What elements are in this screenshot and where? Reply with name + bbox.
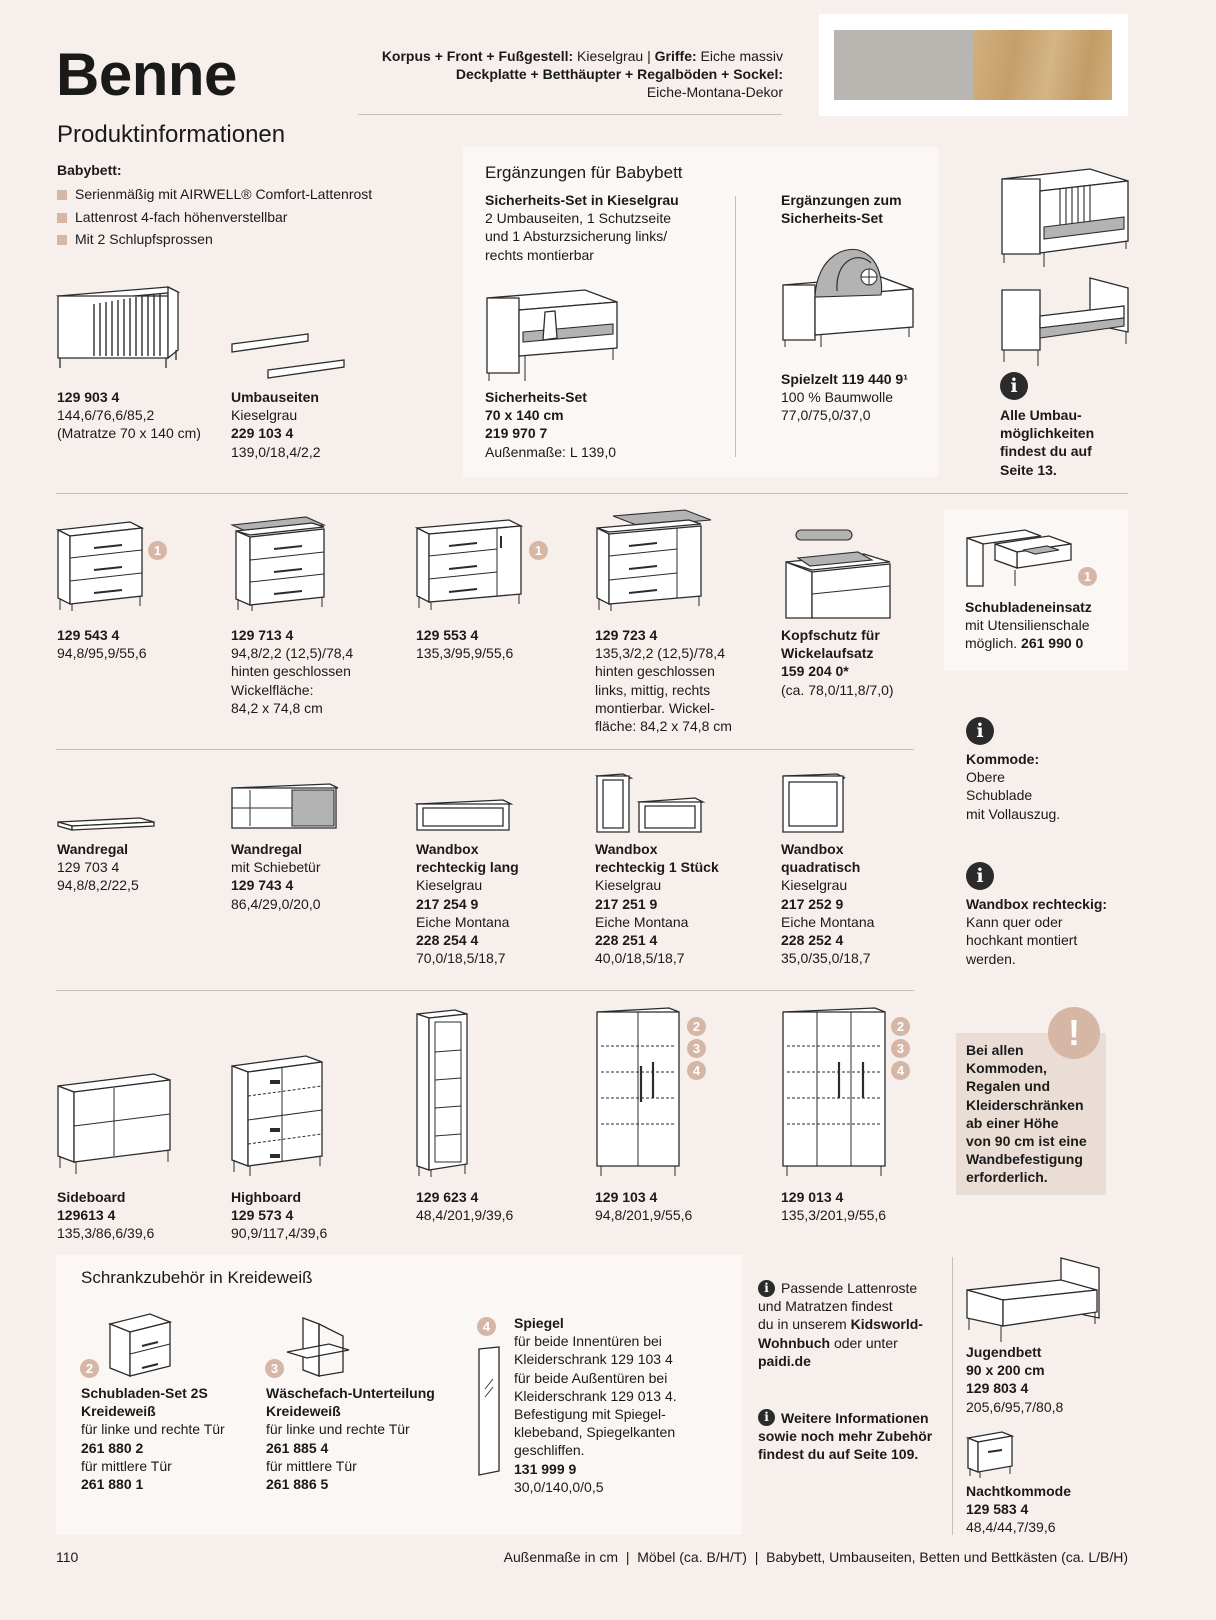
info-icon: i — [1000, 372, 1028, 400]
info-icon: i — [758, 1280, 775, 1297]
schubladen-set-drawing — [108, 1312, 174, 1378]
babybett-features: Babybett: Serienmäßig mit AIRWELL® Comfo… — [57, 162, 373, 248]
nachtkommode-drawing — [966, 1430, 1016, 1480]
wandbox-lang-drawing — [415, 798, 515, 834]
schrank-129-013-drawing — [781, 1006, 887, 1178]
swatch-kieselgrau — [834, 30, 973, 100]
wandbox-quadratisch-drawing — [781, 772, 847, 834]
schrank-129-103-drawing — [595, 1006, 681, 1178]
zubehoer-panel — [56, 1255, 742, 1535]
spielzelt-drawing — [781, 245, 916, 350]
info-icon: i — [758, 1409, 775, 1426]
color-swatches — [819, 14, 1128, 116]
ergaenzungen-heading: Ergänzungen für Babybett — [485, 163, 683, 182]
info-icon: i — [966, 862, 994, 890]
badge-2: 2 — [80, 1359, 99, 1378]
umbau-bed-2-drawing — [1000, 276, 1130, 371]
sideboard-drawing — [56, 1070, 176, 1176]
highboard-drawing — [230, 1054, 326, 1178]
wandregal-schiebetuer-drawing — [230, 782, 340, 832]
kommode-129-713-drawing — [230, 515, 326, 612]
wandbox-1stueck-drawing — [595, 772, 705, 834]
kommode-129-723-drawing — [595, 508, 713, 612]
warning-box — [956, 1033, 1106, 1195]
badge-3: 3 — [891, 1039, 910, 1058]
sicherheits-set-drawing — [485, 288, 620, 384]
umbauseiten-drawing — [230, 332, 348, 382]
badge-3: 3 — [687, 1039, 706, 1058]
warning-icon: ! — [1048, 1007, 1100, 1059]
badge-1: 1 — [1078, 567, 1097, 586]
swatch-eiche-montana — [973, 30, 1112, 100]
umbau-bed-1-drawing — [1000, 167, 1130, 272]
page-subtitle: Produktinformationen — [57, 121, 286, 148]
badge-2: 2 — [687, 1017, 706, 1036]
badge-4: 4 — [477, 1317, 496, 1336]
zubehoer-heading: Schrankzubehör in Kreideweiß — [81, 1268, 313, 1287]
material-info: Korpus + Front + Fußgestell: Kieselgrau … — [381, 48, 783, 101]
schubladeneinsatz-drawing — [965, 526, 1075, 588]
kopfschutz-drawing — [784, 528, 894, 618]
badge-1: 1 — [529, 541, 548, 560]
regal-129-623-drawing — [415, 1008, 471, 1178]
page-title: Benne — [56, 41, 237, 108]
jugendbett-drawing — [965, 1256, 1101, 1346]
badge-1: 1 — [148, 541, 167, 560]
page-number: 110 — [56, 1549, 79, 1565]
note-lattenroste: Passende Lattenroste und Matratzen finde… — [758, 1280, 923, 1369]
info-icon: i — [966, 717, 994, 745]
waeschefach-drawing — [285, 1316, 351, 1378]
wandregal-129-703-drawing — [56, 810, 156, 834]
badge-4: 4 — [687, 1061, 706, 1080]
badge-4: 4 — [891, 1061, 910, 1080]
footer-note: Außenmaße in cm | Möbel (ca. B/H/T) | Ba… — [503, 1549, 1128, 1565]
kommode-129-553-drawing — [415, 518, 525, 612]
babybett-drawing — [56, 284, 181, 370]
badge-3: 3 — [265, 1359, 284, 1378]
badge-2: 2 — [891, 1017, 910, 1036]
spiegel-drawing — [477, 1345, 501, 1477]
kommode-129-543-drawing — [56, 520, 146, 612]
